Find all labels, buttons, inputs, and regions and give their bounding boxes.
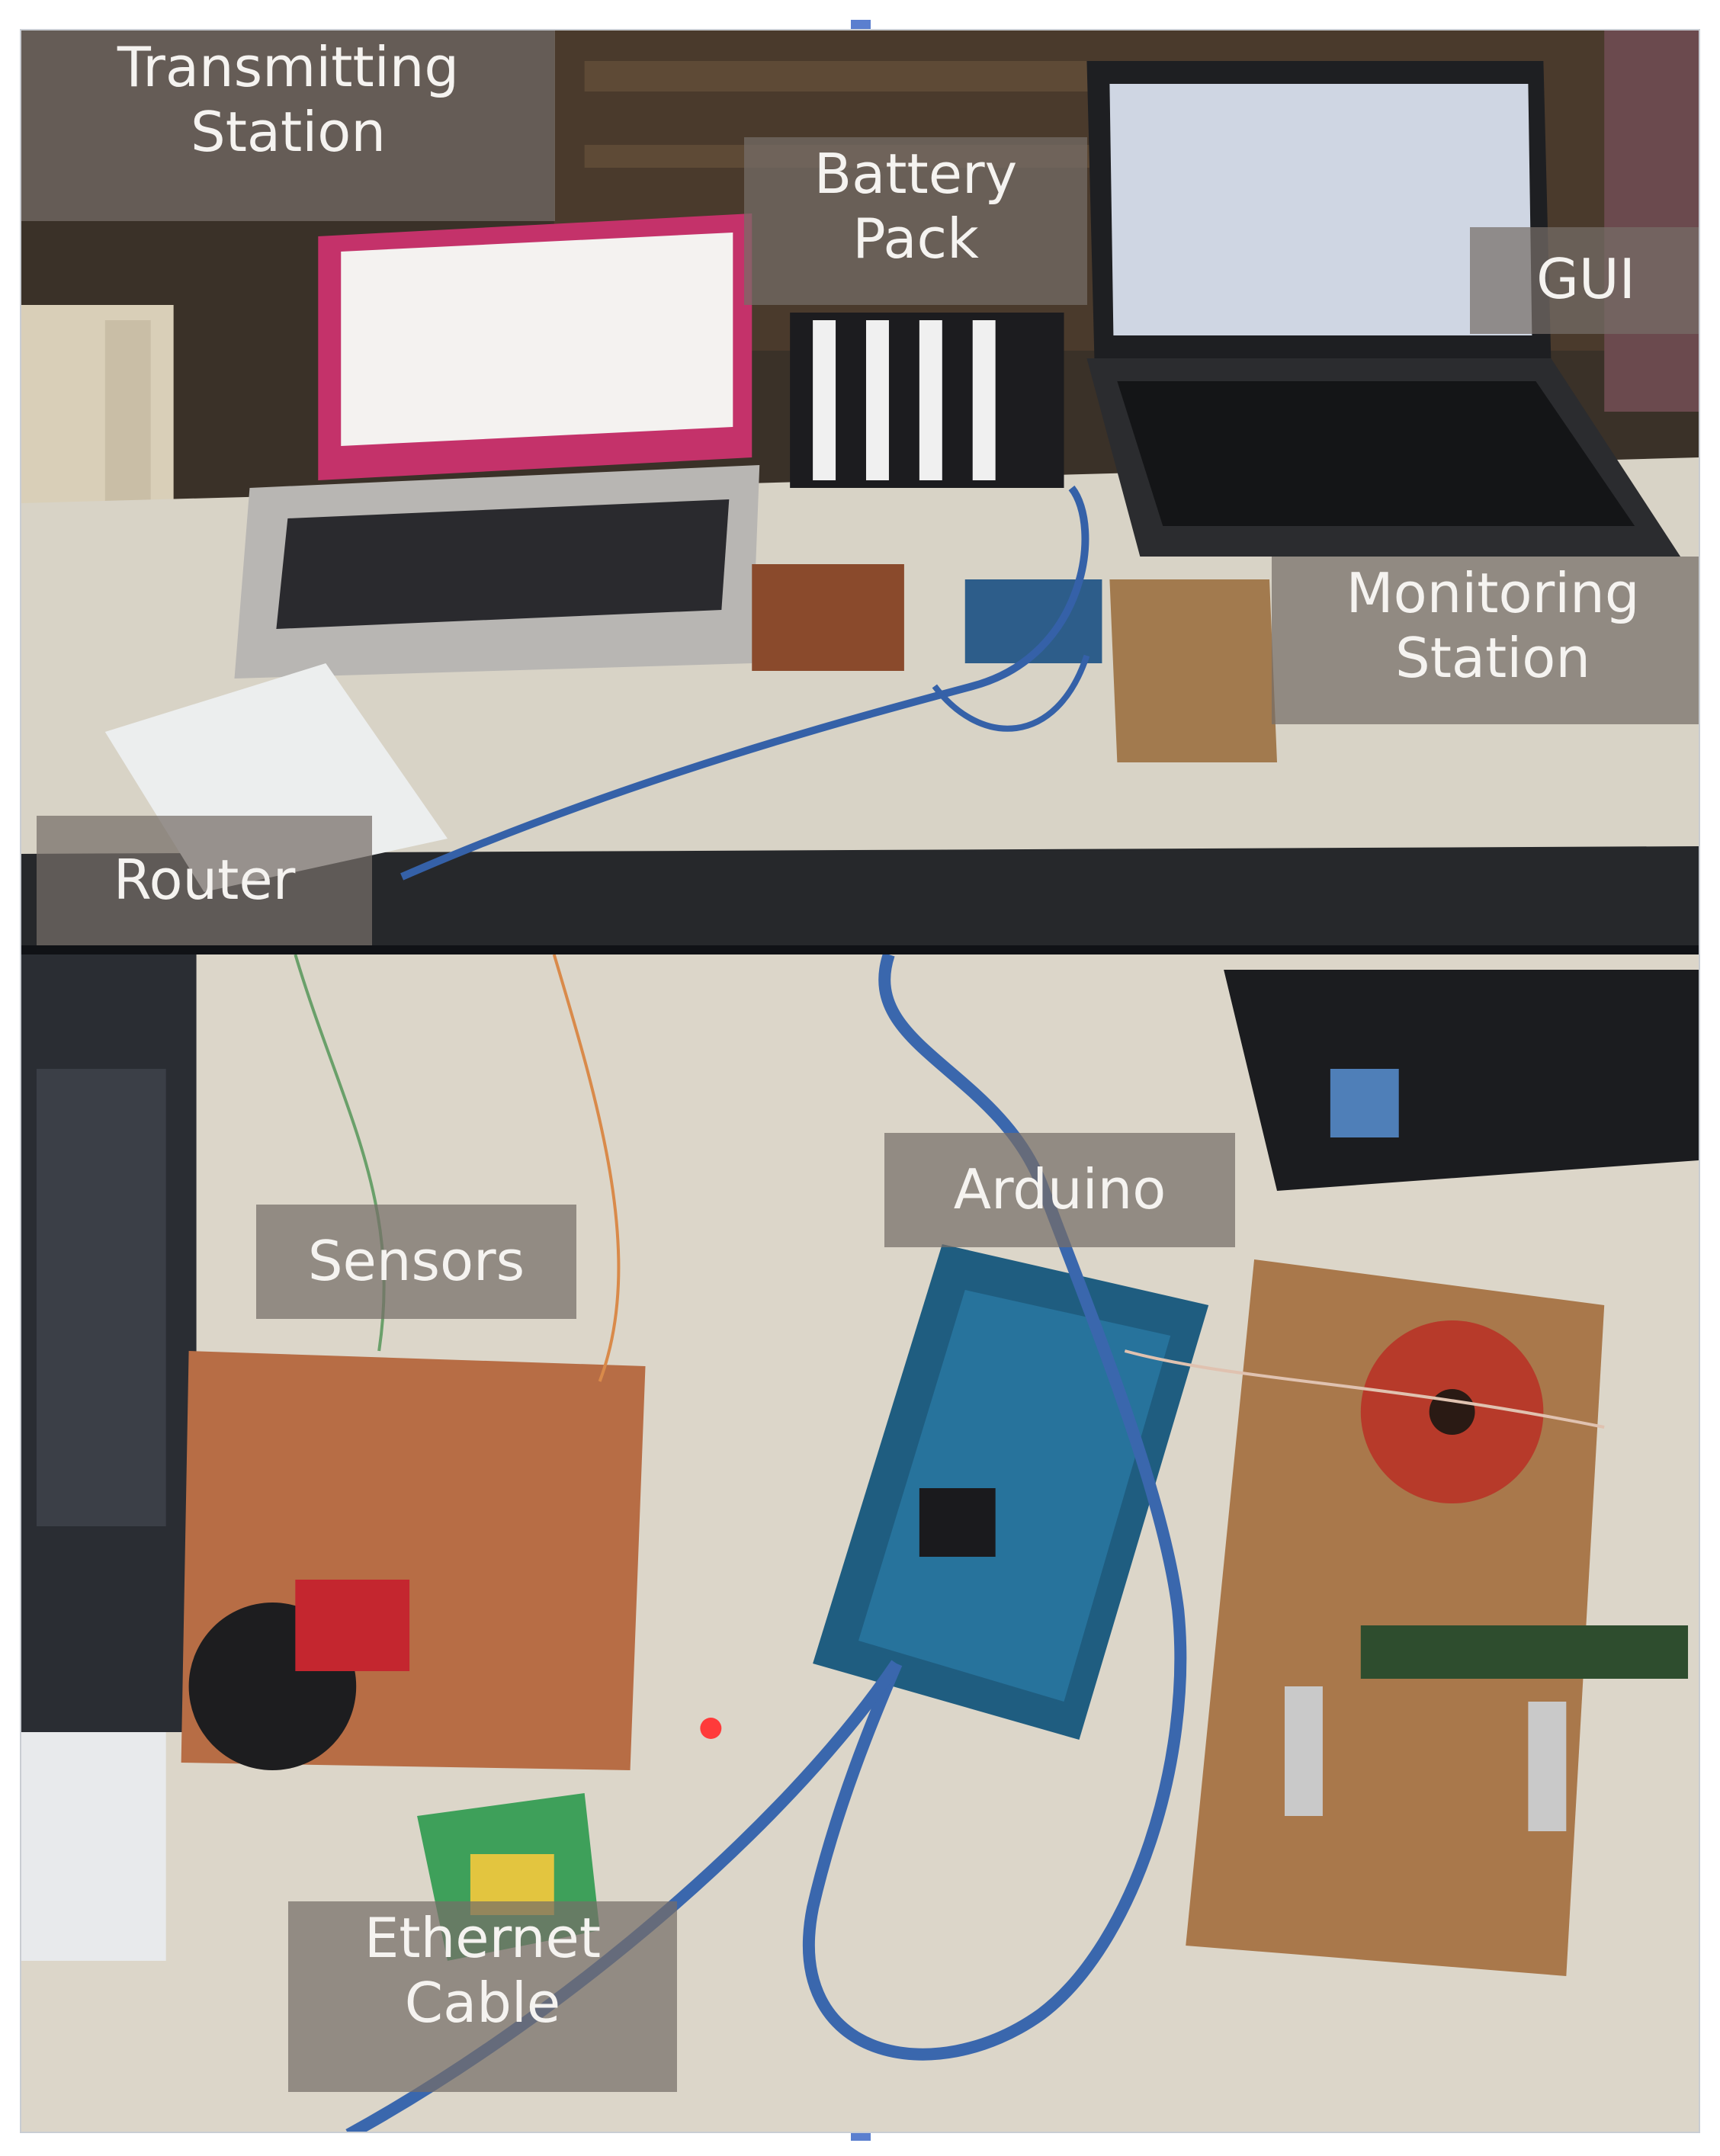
photo-separator: [21, 945, 1699, 954]
label-sensors: Sensors: [256, 1205, 576, 1319]
label-arduino: Arduino: [884, 1133, 1235, 1247]
label-battery-pack: Battery Pack: [744, 137, 1087, 305]
label-gui: GUI: [1470, 227, 1699, 334]
label-transmitting-station: Transmitting Station: [21, 30, 555, 221]
label-ethernet-cable: Ethernet Cable: [288, 1901, 677, 2092]
label-monitoring-station: Monitoring Station: [1272, 557, 1699, 724]
label-router: Router: [37, 816, 372, 945]
composite-photo-figure: Transmitting Station Battery Pack GUI Mo…: [20, 29, 1700, 2133]
hardware-closeup-photo: [21, 954, 1699, 2132]
